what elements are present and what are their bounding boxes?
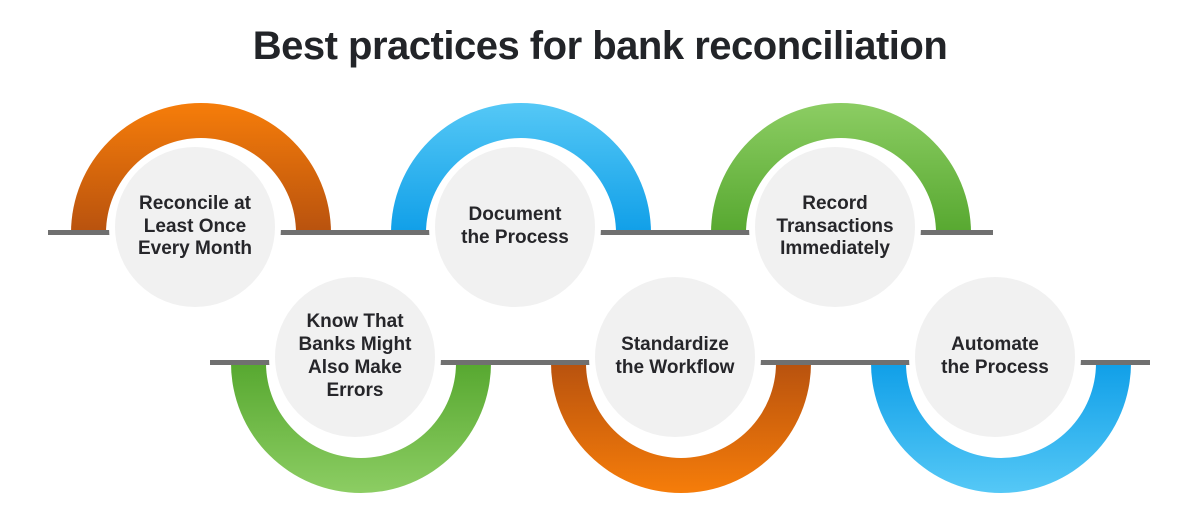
- practice-label: Know That Banks Might Also Make Errors: [298, 311, 412, 401]
- practice-node-standardize-workflow: Standardize the Workflow: [551, 233, 811, 493]
- practice-label: Reconcile at Least Once Every Month: [137, 192, 253, 260]
- practice-label: Record Transactions Immediately: [776, 192, 894, 260]
- practice-bubble: Know That Banks Might Also Make Errors: [269, 271, 441, 443]
- practice-label: Automate the Process: [941, 334, 1049, 378]
- practice-bubble: Reconcile at Least Once Every Month: [109, 141, 281, 313]
- practice-node-banks-make-errors: Know That Banks Might Also Make Errors: [231, 233, 491, 493]
- page-title: Best practices for bank reconciliation: [252, 24, 948, 68]
- practice-label: Standardize the Workflow: [615, 334, 735, 378]
- practice-label: Document the Process: [461, 204, 569, 248]
- practice-node-record-transactions: Record Transactions Immediately: [711, 103, 971, 363]
- practice-node-document-process: Document the Process: [391, 103, 651, 363]
- practice-node-automate-process: Automate the Process: [871, 233, 1131, 493]
- practice-bubble: Document the Process: [429, 141, 601, 313]
- practice-bubble: Standardize the Workflow: [589, 271, 761, 443]
- practice-node-reconcile-monthly: Reconcile at Least Once Every Month: [71, 103, 331, 363]
- practice-bubble: Record Transactions Immediately: [749, 141, 921, 313]
- practice-bubble: Automate the Process: [909, 271, 1081, 443]
